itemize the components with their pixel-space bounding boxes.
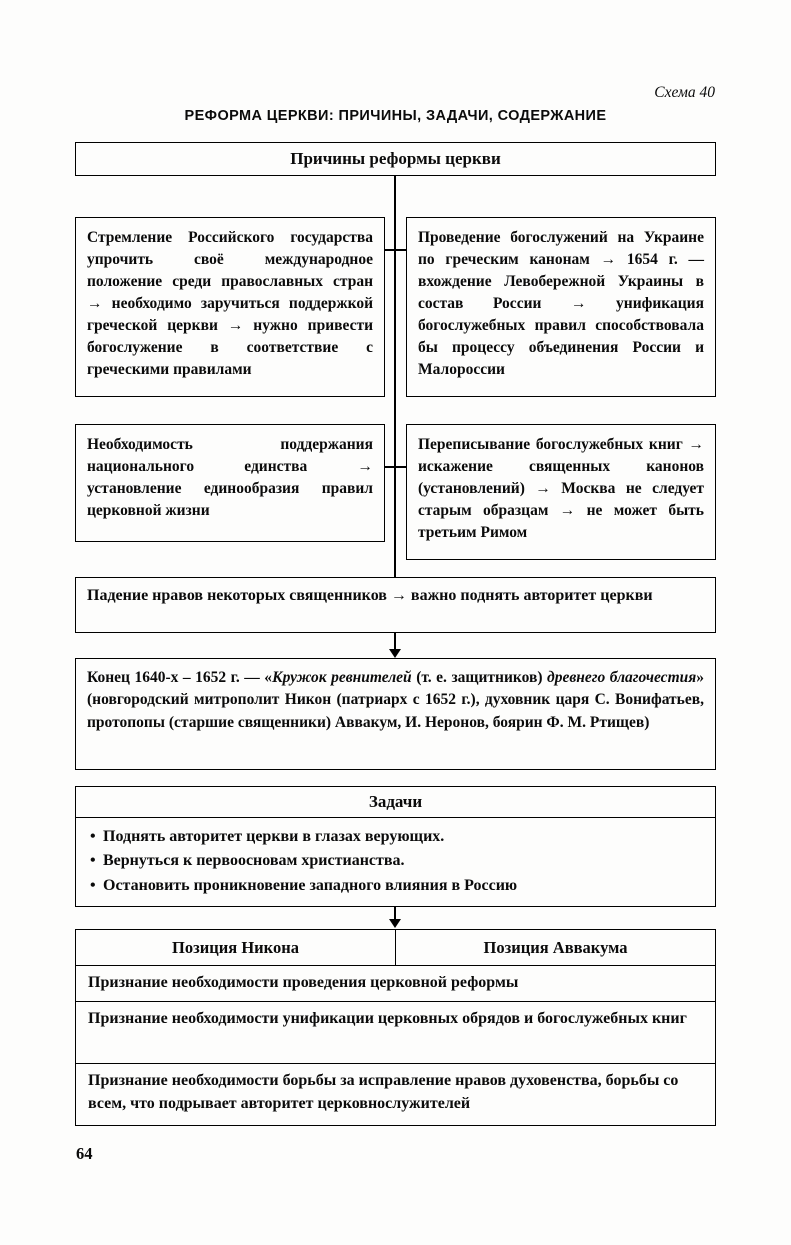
text-segment: Конец 1640-х – 1652 г. — « — [87, 669, 273, 686]
text-segment: Кружок ревнителей — [272, 669, 412, 686]
tasks-header-box: Задачи — [75, 786, 716, 818]
task-item: Остановить проникновение западного влиян… — [88, 874, 703, 899]
causes-header-label: Причины реформы церкви — [290, 149, 501, 168]
task-item: Поднять авторитет церкви в глазах верующ… — [88, 825, 703, 850]
text-segment: (т. е. защитников) — [411, 669, 548, 686]
nikon-position-header: Позиция Никона — [76, 930, 396, 965]
down-arrow-icon — [389, 649, 401, 658]
positions-table-header: Позиция Никона Позиция Аввакума — [76, 930, 715, 965]
avvakum-position-header: Позиция Аввакума — [483, 937, 628, 957]
causes-header-box: Причины реформы церкви — [75, 142, 716, 176]
connector-vertical-line — [394, 176, 396, 579]
cause-box-book-distortion: Переписывание богослужебных книг → искаж… — [406, 424, 716, 560]
task-item: Вернуться к первоосновам христианства. — [88, 849, 703, 874]
page-title: РЕФОРМА ЦЕРКВИ: ПРИЧИНЫ, ЗАДАЧИ, СОДЕРЖА… — [184, 108, 607, 124]
tasks-section: Задачи Поднять авторитет церкви в глазах… — [75, 786, 716, 907]
cause-box-ukraine-services: Проведение богослужений на Украине по гр… — [406, 217, 716, 397]
zealots-of-piety-box: Конец 1640-х – 1652 г. — «Кружок ревните… — [75, 658, 716, 770]
positions-table: Позиция Никона Позиция Аввакума Признани… — [75, 929, 716, 1127]
page-number: 64 — [76, 1144, 93, 1163]
text-segment: » (новгородский митрополит Никон (патриа… — [87, 669, 704, 731]
common-position-row: Признание необходимости борьбы за исправ… — [76, 1063, 715, 1125]
connector-row2-tick — [384, 466, 406, 468]
text-segment: древнего благочестия — [547, 669, 697, 686]
arrow2-line — [394, 900, 396, 920]
cause-box-international-standing: Стремление Российского государства упроч… — [75, 217, 385, 397]
arrow1-line — [394, 633, 396, 651]
tasks-list: Поднять авторитет церкви в глазах верующ… — [78, 825, 713, 899]
tasks-list-box: Поднять авторитет церкви в глазах верующ… — [75, 816, 716, 907]
tasks-header-label: Задачи — [368, 792, 423, 811]
cause-box-clergy-morals: Падение нравов некоторых священников → в… — [75, 577, 716, 633]
down-arrow-icon — [389, 919, 401, 928]
cause-box-national-unity: Необходимость поддержания национального … — [75, 424, 385, 542]
connector-row1-tick — [384, 249, 406, 251]
scheme-label: Схема 40 — [654, 84, 715, 101]
common-position-row: Признание необходимости унификации церко… — [76, 1001, 715, 1063]
common-position-row: Признание необходимости проведения церко… — [76, 965, 715, 1001]
